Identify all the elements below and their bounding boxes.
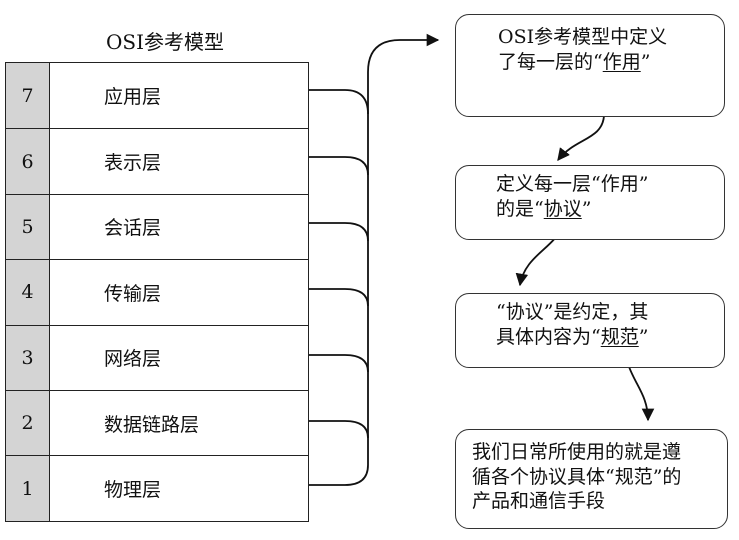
layer-name: 传输层 [104,282,162,305]
osi-layer-table: 7 应用层 6 表示层 5 会话层 4 传输层 3 网络层 2 数据链路层 1 … [5,62,309,522]
layer-number: 7 [6,63,50,129]
note-text: ” [640,50,651,73]
note-text: ” [581,197,592,220]
layer-row-1: 1 物理层 [6,455,308,521]
bracket-line-7 [309,89,369,115]
layer-number: 5 [6,194,50,260]
bracket-line-6 [309,156,369,176]
layer-name: 应用层 [104,86,162,109]
layer-row-5: 5 会话层 [6,193,308,260]
arrow-to-box1 [367,33,440,114]
note-line: 具体内容为“规范” [496,325,724,350]
layer-number: 1 [6,456,50,521]
note-text: 了每一层的“ [498,50,603,73]
underlined-term: 规范 [600,325,639,348]
note-box-osi-defines-role: OSI参考模型中定义 了每一层的“作用” [455,14,725,117]
layer-row-2: 2 数据链路层 [6,389,308,456]
note-line: 的是“协议” [496,197,724,222]
bracket-line-1 [309,464,369,486]
layer-number: 6 [6,129,50,194]
bracket-line-5 [309,222,369,242]
layer-number: 2 [6,390,50,456]
layer-row-6: 6 表示层 [6,128,308,194]
layer-number: 4 [6,260,50,325]
note-box-protocol-defines-role: 定义每一层“作用” 的是“协议” [455,165,725,240]
note-box-protocol-is-agreement: “协议”是约定，其 具体内容为“规范” [455,293,725,368]
note-text: ” [638,325,649,348]
note-line: “协议”是约定，其 [496,301,649,323]
layer-row-7: 7 应用层 [6,63,308,129]
layer-number: 3 [6,325,50,390]
layer-name: 数据链路层 [104,413,200,436]
layer-row-4: 4 传输层 [6,259,308,325]
note-line: OSI参考模型中定义 [498,26,668,48]
note-line: 产品和通信手段 [472,490,606,513]
bracket-line-3 [309,354,369,373]
note-box-daily-products: 我们日常所使用的就是遵 循各个协议具体“规范”的 产品和通信手段 [455,429,728,529]
note-line: 了每一层的“作用” [498,50,724,75]
underlined-term: 协议 [543,197,582,220]
layer-row-3: 3 网络层 [6,324,308,390]
bracket-line-2 [309,420,369,439]
note-line: 定义每一层“作用” [496,173,649,195]
layer-name: 会话层 [104,217,162,240]
note-text: 的是“ [496,197,544,220]
layer-name: 网络层 [104,348,162,371]
layer-name: 物理层 [104,479,162,502]
note-text: 具体内容为“ [496,325,601,348]
arrow-box1-to-box2 [557,115,605,161]
note-line: 我们日常所使用的就是遵 [472,441,682,463]
diagram-title: OSI参考模型 [106,30,224,54]
bracket-line-4 [309,288,369,307]
note-line: 循各个协议具体“规范”的 [472,465,682,488]
layer-name: 表示层 [104,152,162,175]
underlined-term: 作用 [602,50,641,73]
